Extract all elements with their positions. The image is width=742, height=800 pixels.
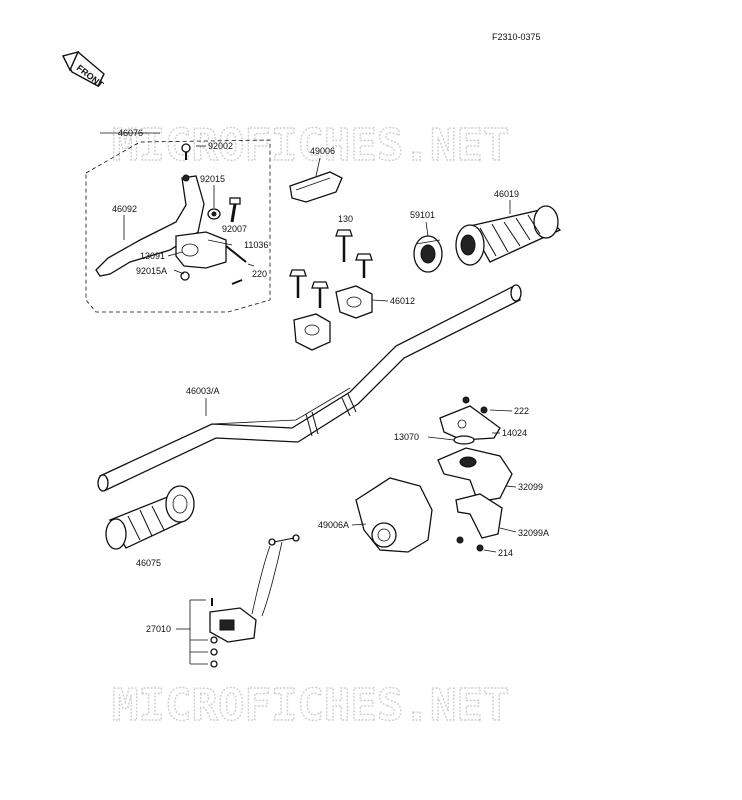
label-11036: 11036 xyxy=(244,240,268,250)
bolts-130 xyxy=(289,229,373,308)
label-46092: 46092 xyxy=(112,204,137,214)
leader-lines-left xyxy=(100,132,255,275)
label-92015: 92015 xyxy=(200,174,225,184)
label-59101: 59101 xyxy=(410,210,435,220)
throttle-case-32099a xyxy=(455,493,503,539)
label-92007: 92007 xyxy=(222,224,247,234)
label-92015a: 92015A xyxy=(136,266,167,276)
switch-27010 xyxy=(209,534,300,668)
label-46019: 46019 xyxy=(494,189,519,199)
screw-222 xyxy=(462,396,488,414)
label-46075: 46075 xyxy=(136,558,161,568)
housing-49006a xyxy=(355,477,433,553)
label-46076: 46076 xyxy=(118,128,143,138)
right-grip-46019 xyxy=(455,205,562,266)
watermark-bottom: MICROFICHES.NET xyxy=(112,680,509,731)
front-arrow-icon: FRONT xyxy=(61,50,106,90)
gasket-13070 xyxy=(453,435,475,445)
label-92002: 92002 xyxy=(208,141,233,151)
throttle-case-32099 xyxy=(437,447,513,503)
screw-214 xyxy=(456,536,484,552)
label-46012: 46012 xyxy=(390,296,415,306)
nut-92015 xyxy=(207,208,221,220)
label-14024: 14024 xyxy=(502,428,527,438)
figure-code: F2310-0375 xyxy=(492,32,541,42)
bolt-92007 xyxy=(229,197,241,223)
lever-holder xyxy=(175,231,247,285)
watermark-top: MICROFICHES.NET xyxy=(112,120,509,171)
lever-assembly-boundary xyxy=(85,139,271,313)
label-32099: 32099 xyxy=(518,482,543,492)
label-220: 220 xyxy=(252,269,267,279)
label-13091: 13091 xyxy=(140,251,165,261)
throttle-pulley-59101 xyxy=(413,235,443,273)
handlebar-holders-46012 xyxy=(293,285,373,351)
left-grip-46075 xyxy=(105,485,195,550)
label-27010: 27010 xyxy=(146,624,171,634)
label-130: 130 xyxy=(338,214,353,224)
label-32099a: 32099A xyxy=(518,528,549,538)
label-49006: 49006 xyxy=(310,146,335,156)
cover-14024 xyxy=(439,405,501,441)
handlebar-46003a xyxy=(97,284,522,492)
label-46003a: 46003/A xyxy=(186,386,220,396)
label-13070: 13070 xyxy=(394,432,419,442)
clutch-lever xyxy=(95,143,205,277)
label-214: 214 xyxy=(498,548,513,558)
label-222: 222 xyxy=(514,406,529,416)
label-49006a: 49006A xyxy=(318,520,349,530)
bracket-27010 xyxy=(176,599,208,665)
pad-49006 xyxy=(289,171,343,203)
